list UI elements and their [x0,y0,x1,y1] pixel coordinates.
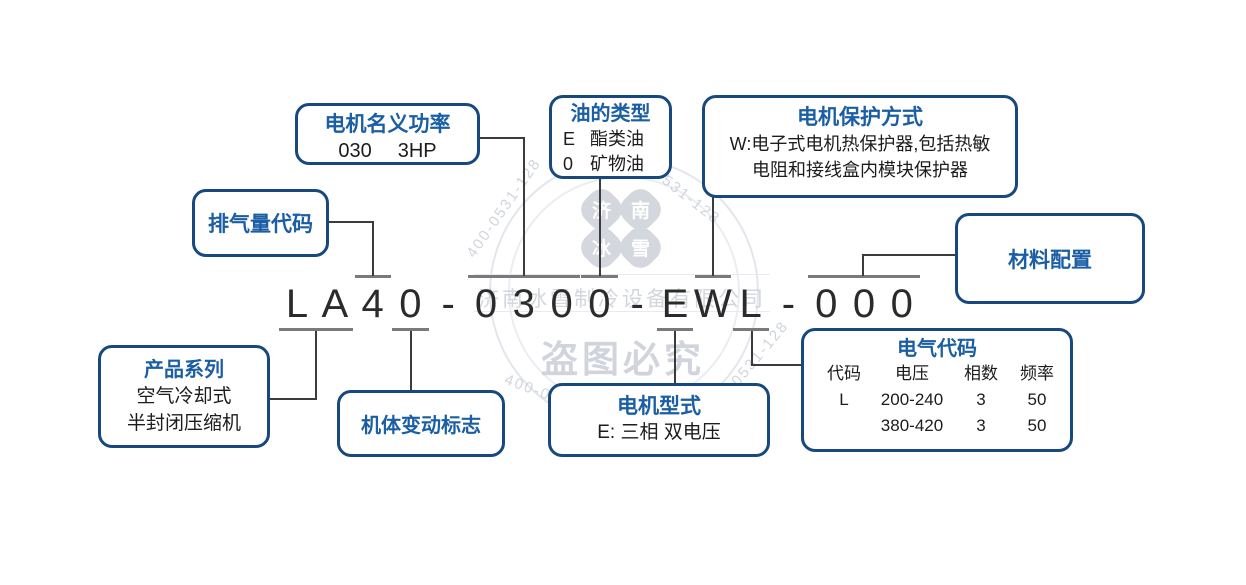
segment-bar-protection [695,275,731,278]
electrical-data-cell: 380-420 [880,416,944,435]
logo-char: 南 [630,200,651,222]
connector-electrical [751,364,803,366]
electrical-header-cell: 相数 [964,364,998,383]
model-code-char: 4 [361,282,384,326]
model-code-char: 3 [512,282,535,326]
motor-type-line: E: 三相 双电压 [597,422,721,443]
model-code-char: L [739,282,762,326]
connector-material [862,254,864,276]
model-code-char: - [781,282,796,326]
box-title: 产品系列 [144,359,224,381]
box-electrical-code: 电气代码 代码 电压 相数 频率 L 200-240 3 50 380-420 3 50 [801,328,1073,452]
watermark-company: 济南冰雪制冷设备有限公司 [478,288,766,311]
model-code-char: L [285,282,309,326]
box-title: 电机型式 [617,395,701,418]
box-motor-type: 电机型式 E: 三相 双电压 [548,383,770,457]
motor-power-label: 3HP [397,140,437,162]
segment-bar-displacement [355,275,391,278]
connector-motor-type [674,331,676,383]
logo-char: 冰 [591,238,612,260]
electrical-header-cell: 频率 [1020,364,1054,383]
electrical-data-cell [814,413,874,439]
connector-displacement [329,221,374,223]
connector-protection [712,196,714,276]
oil-code: 0 [563,154,574,174]
model-code-char: W [693,282,732,326]
box-material-config: 材料配置 [955,213,1145,304]
motor-power-value: 030 3HP [298,137,477,165]
model-code-char: 0 [474,282,498,326]
electrical-header-cell: 代码 [827,364,861,383]
electrical-data-cell: 200-240 [880,390,944,409]
model-code-char: 0 [890,282,913,326]
electrical-data-cell: 3 [976,390,986,409]
motor-power-code: 030 [338,140,372,162]
segment-bar-oil-type [581,275,618,278]
connector-body-change [410,331,412,391]
box-title: 电机名义功率 [324,113,451,136]
logo-char: 济 [591,200,612,222]
oil-type-items: E 酯类油 0 矿物油 [552,127,669,177]
connector-motor-power [480,137,525,139]
oil-code: E [563,129,576,149]
connector-displacement [372,221,374,276]
electrical-data-cell: 50 [1027,416,1047,435]
model-code-char: E [661,282,689,326]
segment-bar-body-change [392,328,429,331]
oil-label: 酯类油 [590,129,644,149]
box-title: 油的类型 [570,103,651,125]
segment-bar-material [808,275,920,278]
oil-label: 矿物油 [590,154,644,174]
series-line: 空气冷却式 [136,386,232,407]
logo-char: 雪 [630,238,651,260]
segment-bar-product-series [279,328,353,331]
watermark-warning: 盗图必究 [541,339,705,380]
box-title: 机体变动标志 [361,415,481,437]
model-code-char: 0 [815,282,838,326]
protection-line: W:电子式电机热保护器,包括热敏 [729,134,991,154]
model-code-char: 0 [550,282,573,326]
model-code-char: 0 [399,282,422,326]
connector-material [862,254,955,256]
oil-type-item: E 酯类油 [552,127,669,152]
model-code-char: 0 [852,282,876,326]
electrical-header-cell: 电压 [895,364,929,383]
connector-oil-type [599,179,601,276]
connector-motor-power [523,137,525,276]
box-product-series: 产品系列 空气冷却式 半封闭压缩机 [98,345,270,448]
box-oil-type: 油的类型 E 酯类油 0 矿物油 [549,95,672,179]
box-title: 材料配置 [1008,248,1092,272]
segment-bar-motor-type [657,328,693,331]
box-displacement-code: 排气量代码 [192,189,329,257]
protection-line: 电阻和接线盒内模块保护器 [752,160,968,180]
electrical-data-cell: 3 [976,416,986,435]
box-motor-power: 电机名义功率 030 3HP [295,103,480,165]
oil-type-item: 0 矿物油 [552,152,669,177]
box-motor-protection: 电机保护方式 W:电子式电机热保护器,包括热敏 电阻和接线盒内模块保护器 [702,95,1018,198]
segment-bar-motor-power [468,275,580,278]
electrical-data-cell: 50 [1027,390,1047,409]
model-code-char: - [441,282,455,326]
box-title: 电机保护方式 [797,106,923,129]
series-line: 半封闭压缩机 [126,413,241,434]
electrical-table: 代码 电压 相数 频率 L 200-240 3 50 380-420 3 50 [814,361,1070,439]
connector-product-series [315,331,317,400]
box-body-change-mark: 机体变动标志 [337,390,505,457]
watermark-line [474,274,770,275]
electrical-data-cell: L [839,390,849,409]
model-code-char: 0 [588,282,611,326]
model-code-char: - [630,282,644,326]
box-title: 排气量代码 [208,213,313,236]
watermark-line [474,311,770,312]
model-code-char: A [321,282,349,326]
box-title: 电气代码 [897,338,977,360]
segment-bar-electrical [733,328,769,331]
connector-product-series [270,398,317,400]
connector-electrical [751,331,753,366]
